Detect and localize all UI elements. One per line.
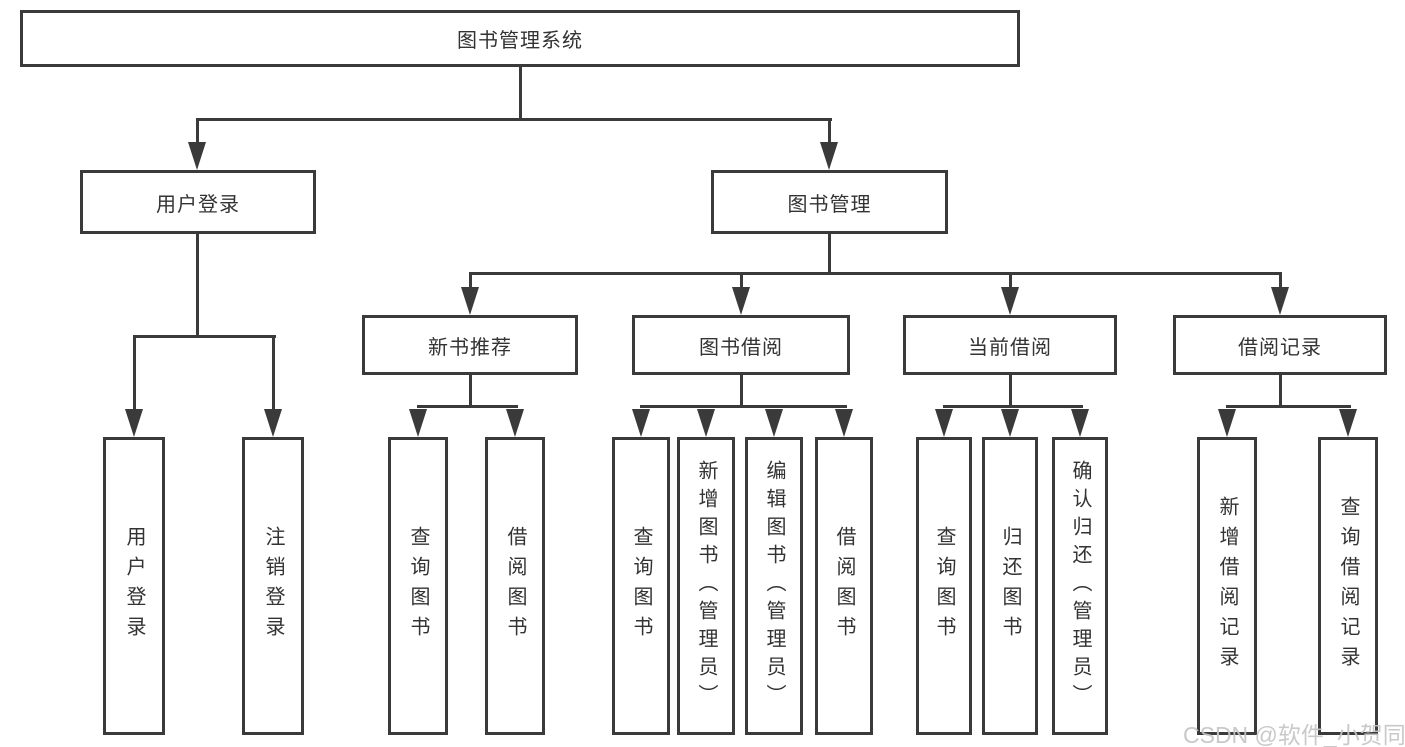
arrowhead-to-book-management	[820, 142, 838, 170]
leaf-label: 归还图书	[999, 526, 1021, 646]
connector-currentborrow-vline	[1009, 373, 1012, 407]
leaf-query-borrow-record: 查询借阅记录	[1318, 437, 1378, 735]
node-borrowing-records: 借阅记录	[1173, 315, 1387, 375]
arrowhead-to-book-borrowing	[732, 287, 750, 315]
leaf-label: 新增图书（管理员）	[695, 460, 717, 712]
arrowhead-to-leaf-query-books-2	[632, 409, 650, 437]
leaf-add-books-admin: 新增图书（管理员）	[677, 437, 735, 735]
leaf-label: 查询图书	[630, 526, 652, 646]
arrowhead-to-leaf-query-record	[1339, 409, 1357, 437]
arrowhead-to-leaf-borrow-books-1	[506, 409, 524, 437]
connector-userlogin-hline	[133, 335, 276, 338]
leaf-return-books: 归还图书	[982, 437, 1038, 735]
connector-newbook-vline	[469, 373, 472, 407]
node-label: 当前借阅	[968, 336, 1052, 359]
node-library-system: 图书管理系统	[20, 10, 1020, 67]
arrowhead-to-leaf-borrow-books-2	[835, 409, 853, 437]
connector-userlogin-drop2	[272, 337, 275, 411]
connector-records-hline	[1226, 405, 1351, 408]
connector-bookborrow-hline	[640, 405, 847, 408]
arrowhead-to-leaf-return-books	[1001, 409, 1019, 437]
arrowhead-to-leaf-query-books-1	[409, 409, 427, 437]
node-user-login: 用户登录	[80, 170, 316, 234]
leaf-add-borrow-record: 新增借阅记录	[1197, 437, 1257, 735]
arrowhead-to-leaf-confirm-return	[1071, 409, 1089, 437]
node-label: 用户登录	[156, 193, 240, 216]
leaf-query-books-2: 查询图书	[612, 437, 670, 735]
leaf-label: 确认归还（管理员）	[1069, 460, 1091, 712]
connector-bookmgmt-drop3	[1009, 274, 1012, 289]
arrowhead-to-leaf-user-login	[125, 409, 143, 437]
arrowhead-to-leaf-query-books-3	[935, 409, 953, 437]
leaf-query-books-3: 查询图书	[916, 437, 972, 735]
connector-bookmgmt-drop1	[469, 274, 472, 289]
connector-root-drop-left	[196, 120, 199, 146]
leaf-logout: 注销登录	[242, 437, 304, 735]
connector-root-drop-right	[828, 120, 831, 146]
connector-userlogin-drop1	[133, 337, 136, 411]
arrowhead-to-leaf-add-record	[1218, 409, 1236, 437]
leaf-label: 用户登录	[123, 526, 145, 646]
connector-root-vline	[519, 64, 522, 121]
node-label: 图书借阅	[699, 336, 783, 359]
arrowhead-to-leaf-logout	[264, 409, 282, 437]
connector-root-hline	[196, 118, 832, 121]
leaf-label: 编辑图书（管理员）	[763, 460, 785, 712]
leaf-user-login: 用户登录	[103, 437, 165, 735]
leaf-label: 新增借阅记录	[1216, 496, 1238, 676]
leaf-borrow-books-1: 借阅图书	[485, 437, 545, 735]
connector-bookmgmt-drop4	[1279, 274, 1282, 289]
connector-bookborrow-vline	[740, 373, 743, 407]
leaf-label: 借阅图书	[504, 526, 526, 646]
connector-bookmgmt-drop2	[740, 274, 743, 289]
connector-records-vline	[1279, 373, 1282, 407]
arrowhead-to-leaf-add-books	[697, 409, 715, 437]
node-label: 图书管理系统	[457, 30, 583, 52]
arrowhead-to-leaf-edit-books	[765, 409, 783, 437]
leaf-label: 查询借阅记录	[1337, 496, 1359, 676]
leaf-query-books-1: 查询图书	[388, 437, 448, 735]
leaf-confirm-return-admin: 确认归还（管理员）	[1052, 437, 1108, 735]
connector-userlogin-vline	[196, 233, 199, 337]
arrowhead-to-user-login	[188, 142, 206, 170]
node-new-book-recommend: 新书推荐	[362, 315, 578, 375]
arrowhead-to-new-book-recommend	[461, 287, 479, 315]
connector-bookmgmt-hline	[469, 272, 1282, 275]
leaf-edit-books-admin: 编辑图书（管理员）	[745, 437, 803, 735]
node-label: 借阅记录	[1238, 336, 1322, 359]
node-label: 图书管理	[787, 193, 872, 216]
leaf-label: 查询图书	[407, 526, 429, 646]
arrowhead-to-current-borrowing	[1001, 287, 1019, 315]
leaf-label: 借阅图书	[833, 526, 855, 646]
arrowhead-to-borrowing-records	[1271, 287, 1289, 315]
connector-bookmgmt-vline	[828, 233, 831, 274]
node-book-borrowing: 图书借阅	[632, 315, 850, 375]
connector-currentborrow-hline	[943, 405, 1083, 408]
leaf-borrow-books-2: 借阅图书	[815, 437, 873, 735]
node-book-management: 图书管理	[711, 170, 948, 234]
connector-newbook-hline	[417, 405, 518, 408]
leaf-label: 查询图书	[933, 526, 955, 646]
csdn-watermark: CSDN @软件_小贺同学	[1183, 722, 1405, 747]
leaf-label: 注销登录	[262, 526, 284, 646]
node-current-borrowing: 当前借阅	[903, 315, 1117, 375]
node-label: 新书推荐	[428, 336, 512, 359]
